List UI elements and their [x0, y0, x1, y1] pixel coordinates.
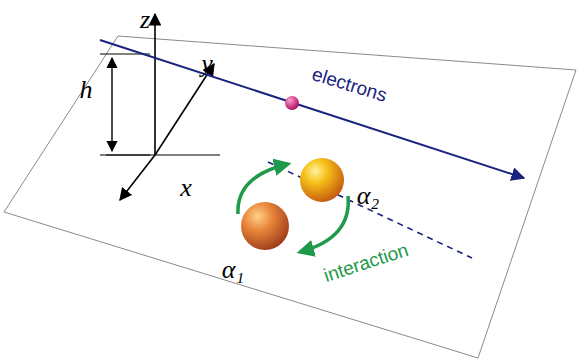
interaction-arrow	[300, 196, 348, 252]
particle-1	[241, 202, 289, 250]
electron-beam	[100, 40, 524, 178]
axis-label: y	[201, 51, 213, 77]
axis-label: x	[180, 175, 192, 201]
electron	[285, 96, 299, 110]
x-axis	[120, 155, 155, 200]
interaction-arrow	[238, 164, 288, 214]
beam-projection	[268, 162, 472, 258]
axis-label: z	[140, 7, 150, 33]
particle-label: α₂	[357, 183, 380, 209]
z-axis	[154, 14, 156, 155]
y-axis	[155, 64, 214, 155]
h-tick	[100, 155, 150, 156]
plane	[4, 36, 576, 358]
h-dimension	[111, 58, 112, 151]
dimension-label: h	[80, 77, 93, 103]
particle-label: α₁	[222, 257, 245, 283]
particle-2	[300, 158, 344, 202]
